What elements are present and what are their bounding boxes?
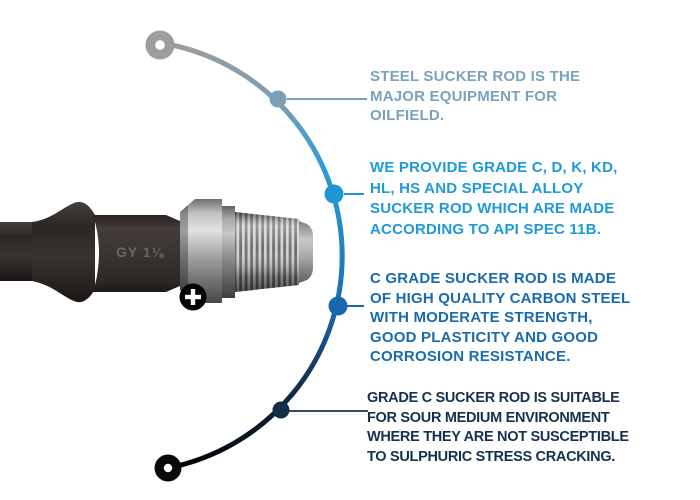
pin-tip xyxy=(299,221,313,283)
node-dot-1 xyxy=(269,90,287,108)
start-donut-icon xyxy=(145,30,175,60)
collar xyxy=(180,199,222,303)
annotation-grades-provided: WE PROVIDE GRADE C, D, K, KD, HL, HS AND… xyxy=(370,159,618,238)
node-dot-4 xyxy=(272,401,290,419)
sucker-rod-photo: GY 1⅛ xyxy=(0,199,313,311)
annotation-c-grade-environment: GRADE C SUCKER ROD IS SUITABLE FOR SOUR … xyxy=(367,390,629,465)
collar-shadow xyxy=(180,205,188,297)
rod-bell xyxy=(32,201,95,303)
threads-shading xyxy=(235,212,299,292)
node-dot-3 xyxy=(328,296,348,316)
shoulder-ring xyxy=(222,206,235,298)
shoulder-ring-shade xyxy=(222,206,235,298)
rod-shank xyxy=(0,222,34,281)
end-donut-icon xyxy=(154,454,182,482)
annotation-steel-sucker-rod: STEEL SUCKER ROD IS THE MAJOR EQUIPMENT … xyxy=(370,68,581,124)
rod-square-section xyxy=(93,215,180,292)
node-dot-2 xyxy=(324,184,344,204)
timeline-arc xyxy=(167,42,345,471)
plus-icon[interactable] xyxy=(179,283,207,311)
annotation-c-grade-material: C GRADE SUCKER ROD IS MADE OF HIGH QUALI… xyxy=(370,270,631,365)
rod-marking: GY 1⅛ xyxy=(116,244,165,260)
